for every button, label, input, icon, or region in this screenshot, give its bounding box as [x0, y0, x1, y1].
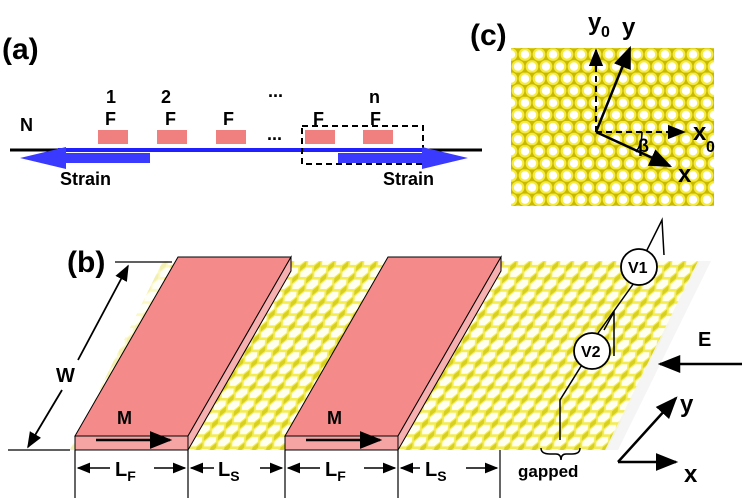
angle-arc	[635, 131, 643, 153]
panel-c: (c) y 0 y x 0 x β	[470, 9, 715, 206]
axis-x0-subscript: 0	[706, 139, 715, 156]
lf1-label: LF	[115, 459, 136, 484]
panel-c-label: (c)	[470, 19, 507, 52]
ferro-contact-n	[363, 130, 393, 144]
ferro-contact-1	[98, 130, 128, 144]
voltmeter-v1	[620, 248, 658, 286]
ferro-label-1: F	[105, 109, 116, 129]
ferro-number-dots: ...	[268, 81, 283, 101]
axis-y-label: y	[622, 14, 636, 41]
ferro-number-2: 2	[161, 87, 171, 107]
axis-y0-label: y	[588, 9, 602, 36]
ferro-contact-4	[305, 130, 335, 144]
ferro-label-n: F	[370, 109, 381, 129]
width-arrow-up	[77, 264, 129, 361]
voltmeter-v2-label: V2	[581, 344, 601, 361]
ferro-dots: ...	[267, 124, 282, 144]
probe-wire-v2	[559, 354, 589, 440]
axis-b-y-arrow	[617, 396, 678, 463]
width-label: W	[56, 365, 75, 387]
ferro-number-1: 1	[106, 87, 116, 107]
probe-wire-v1	[642, 217, 665, 259]
axis-y-arrow	[594, 45, 632, 133]
ls2-label: LS	[425, 459, 447, 484]
ferro-label-2: F	[165, 109, 176, 129]
probe-wire-mid	[595, 282, 635, 337]
magnet-label-1: M	[117, 408, 132, 428]
panel-a: (a) N 1 2 ... n F F F ... F F Strain Str…	[2, 33, 482, 189]
ferro-contact-3	[216, 130, 246, 144]
magnet-label-2: M	[327, 408, 342, 428]
electric-field-label: E	[698, 329, 711, 351]
axis-x0-label: x	[693, 119, 707, 146]
axis-x-label: x	[678, 161, 692, 188]
lead-n-label: N	[20, 115, 33, 135]
width-arrow-down	[27, 389, 63, 449]
magnet-strip-2-front	[284, 435, 399, 451]
strain-arrow-right	[338, 147, 468, 169]
panel-b: (b) M M W	[8, 217, 742, 498]
dashed-unit-box	[301, 125, 424, 165]
gapped-brace	[540, 447, 581, 461]
ferro-label-4: F	[313, 109, 324, 129]
axis-x-arrow	[595, 130, 673, 168]
strain-label-right: Strain	[383, 169, 434, 189]
lf2-label: LF	[325, 459, 346, 484]
strain-label-left: Strain	[60, 169, 111, 189]
axis-b-y-label: y	[680, 391, 694, 418]
voltmeter-v2	[573, 332, 611, 370]
ferro-number-n: n	[369, 87, 380, 107]
magnet-strip-1-front	[74, 435, 189, 451]
voltmeter-v1-label: V1	[628, 260, 648, 277]
ferro-contact-2	[157, 130, 187, 144]
gapped-label: gapped	[518, 462, 578, 481]
strain-arrow-left	[20, 147, 150, 169]
axis-y0-subscript: 0	[601, 24, 610, 41]
axis-b-x-label: x	[684, 461, 698, 488]
angle-beta-label: β	[638, 136, 649, 156]
ferro-label-3: F	[223, 109, 234, 129]
ls1-label: LS	[218, 459, 240, 484]
panel-a-label: (a)	[2, 33, 39, 66]
panel-b-label: (b)	[67, 246, 105, 279]
